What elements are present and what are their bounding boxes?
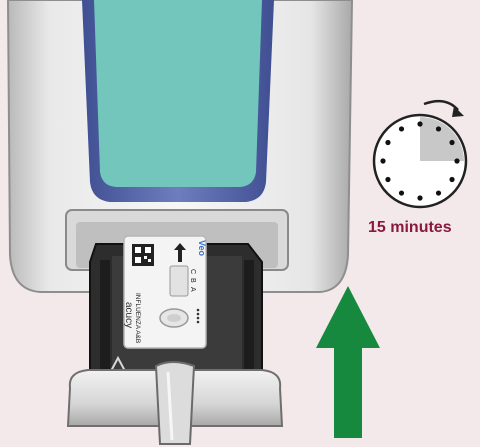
timer-hour-mark	[385, 176, 391, 183]
cassette-line-b: B	[189, 278, 196, 283]
timer-hour-mark	[417, 195, 423, 201]
cassette-brand: acucy	[123, 302, 134, 328]
timer-hour-mark	[380, 158, 386, 164]
timer-hour-mark	[398, 190, 405, 196]
timer-hour-mark	[417, 121, 423, 127]
display-screen	[94, 0, 262, 187]
timer-hour-mark	[385, 139, 391, 146]
cassette-test-name: INFLUENZA A&B	[134, 293, 141, 343]
timer-hour-mark	[435, 126, 442, 132]
timer-hour-mark	[454, 158, 460, 164]
timer-hour-mark	[435, 190, 442, 196]
insert-direction-icon	[174, 243, 186, 262]
insert-arrow-icon	[316, 286, 380, 438]
cassette-corner-mark: Veo	[197, 240, 207, 257]
rotation-arrow-icon	[423, 99, 459, 111]
elapsed-segment	[420, 117, 464, 161]
result-window	[169, 265, 189, 297]
cassette-line-c: C	[189, 269, 196, 274]
timer-duration-label: 15 minutes	[368, 219, 452, 236]
timer-icon	[372, 99, 468, 209]
handle-grip	[154, 361, 196, 445]
test-cassette	[123, 235, 207, 349]
timer-hour-mark	[449, 139, 455, 146]
timer-hour-mark	[398, 126, 405, 132]
timer-hour-mark	[449, 176, 455, 183]
cassette-line-a: A	[189, 287, 196, 292]
